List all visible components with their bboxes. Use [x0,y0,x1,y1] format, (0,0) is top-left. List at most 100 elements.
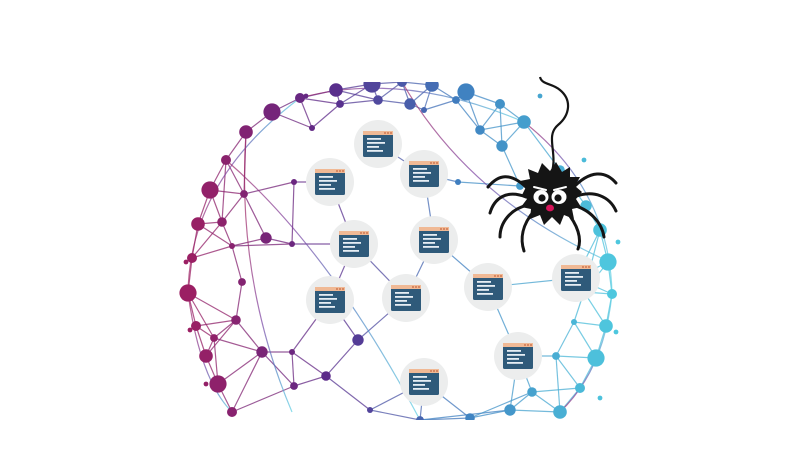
web-page-icon [400,150,448,198]
network-node [465,413,475,420]
network-edge [235,319,263,353]
network-edge [531,387,581,393]
network-arc [225,159,421,420]
network-edge [235,281,243,321]
network-edge [225,159,245,195]
network-edge [509,409,561,413]
network-nodes [179,82,621,420]
network-node [210,334,218,342]
network-node [217,217,227,227]
network-node [495,99,505,109]
network-edge [205,319,237,357]
web-page-icon [464,263,512,311]
network-edge [191,221,223,259]
network-node [575,383,585,393]
network-node [240,190,248,198]
network-edge [243,181,295,195]
network-edge [423,99,457,111]
network-node [587,349,605,367]
network-node [373,95,383,105]
network-node [597,395,603,401]
network-edge [293,375,327,387]
network-edge [555,355,561,413]
network-node [607,289,617,299]
web-page-icon [400,358,448,406]
network-edge [479,103,501,131]
network-node [201,181,219,199]
network-node [309,125,315,131]
network-node [537,93,543,99]
web-page-icon [330,220,378,268]
network-edge [191,245,233,259]
network-edge [243,193,267,239]
network-node [256,346,268,358]
network-edge [325,375,371,411]
network-node [221,155,231,165]
network-node [599,319,613,333]
network-arc [187,292,233,413]
network-edge [499,103,503,147]
network-node [425,82,439,92]
network-node [183,259,189,265]
network-edge [299,97,313,129]
network-node [336,100,344,108]
network-node [179,284,197,302]
network-edge [469,391,533,419]
network-node [421,107,427,113]
network-edge [369,409,421,420]
web-page-icon [382,274,430,322]
network-node [289,241,295,247]
network-node [203,381,209,387]
network-node [187,327,193,333]
network-node [613,329,619,335]
network-node [290,382,298,390]
network-edge [479,121,525,131]
network-edge [455,99,481,131]
network-edge [221,159,227,223]
network-node [599,253,617,271]
web-page-icon [306,276,354,324]
network-edge [231,237,267,247]
network-node [238,278,246,286]
network-node [352,334,364,346]
network-node [452,96,460,104]
network-edge [213,337,263,353]
network-node [303,93,309,99]
network-edge [187,292,237,321]
spider-thread [538,76,570,178]
network-node [581,157,587,163]
network-edge [195,319,237,327]
web-page-icon [410,216,458,264]
network-node [615,239,621,245]
network-node [363,82,381,93]
network-node [475,125,485,135]
network-node [295,93,305,103]
network-node [553,405,567,419]
network-node [504,404,516,416]
network-edge [555,321,575,357]
network-node [321,371,331,381]
network-arc [559,293,613,413]
network-node [187,253,197,263]
spider-body [520,162,582,225]
network-node [329,83,343,97]
network-edge [311,103,341,129]
network-edge [231,245,243,283]
network-edge [187,292,215,339]
network-node [209,375,227,393]
network-edge [325,339,359,377]
spider-icon [486,76,618,253]
network-edge [469,409,511,419]
network-node [416,416,424,420]
network-node [227,407,237,417]
network-edge [231,243,293,247]
spider-nose [546,204,554,212]
network-edge [419,409,511,420]
network-node [552,352,560,360]
network-node [231,315,241,325]
web-page-icon [494,332,542,380]
network-edge [261,351,295,387]
network-node [239,125,253,139]
